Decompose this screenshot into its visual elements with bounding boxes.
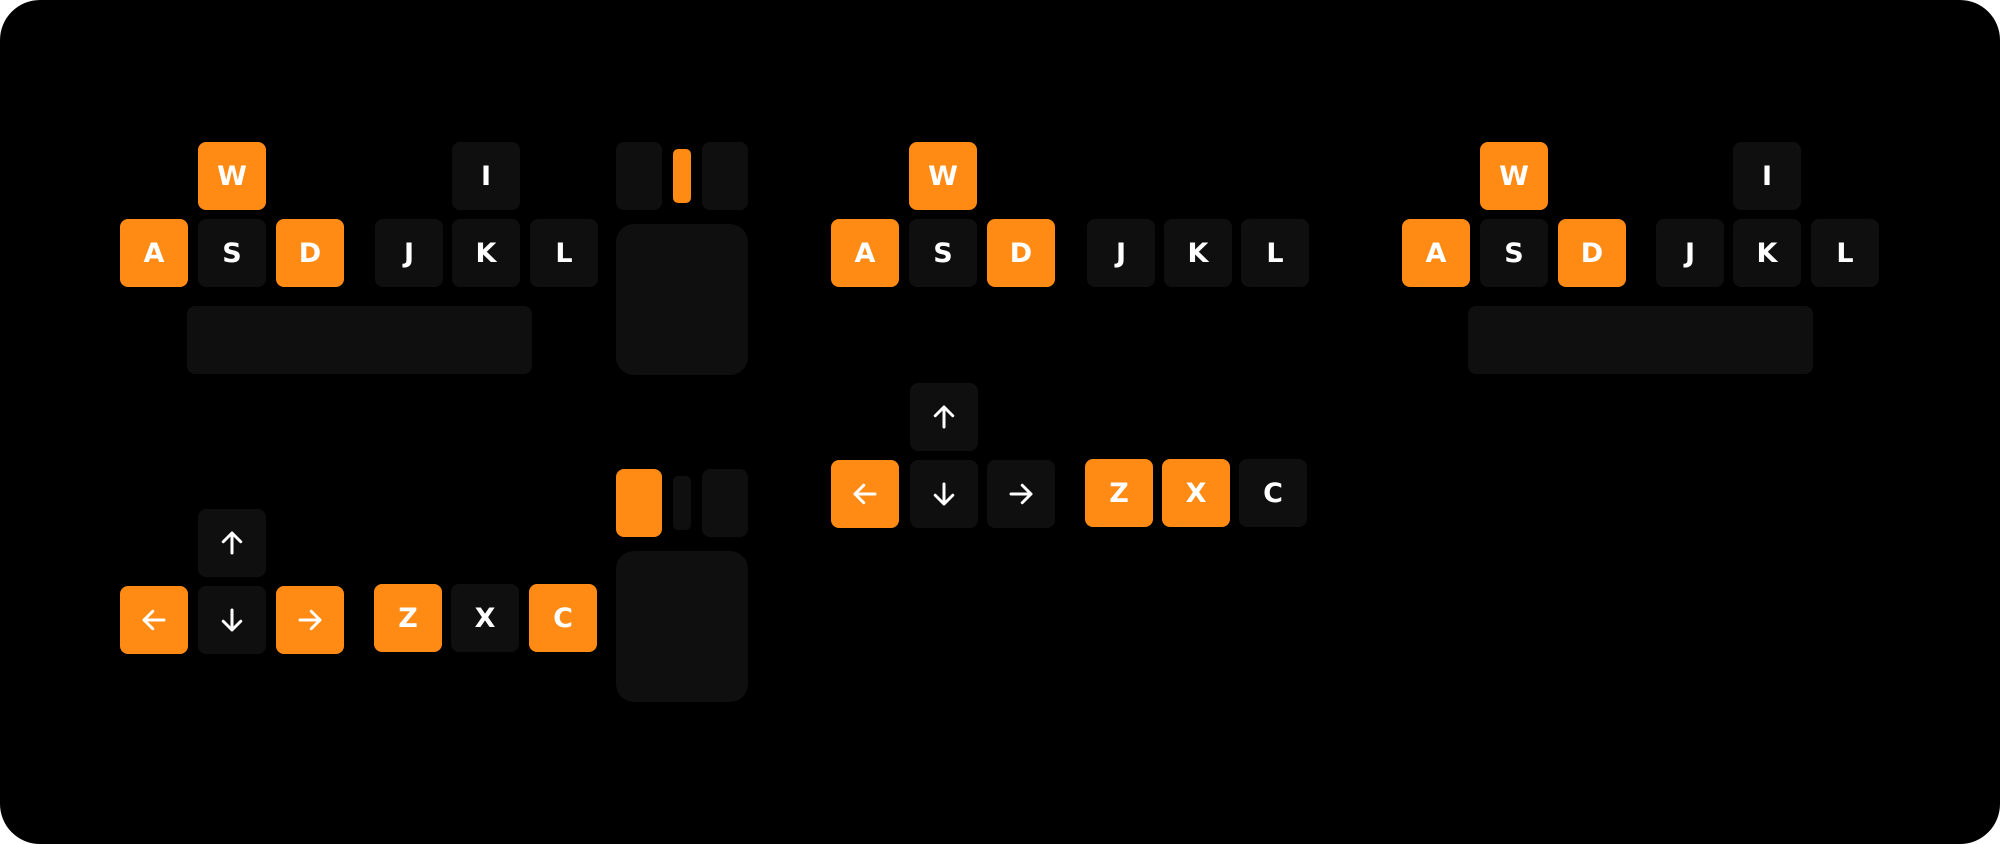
key-k[interactable]: K [1733, 219, 1801, 287]
key-k[interactable]: K [452, 219, 520, 287]
key-l[interactable]: L [1811, 219, 1879, 287]
arrow-down-icon [929, 479, 959, 509]
key-up-arrow[interactable] [198, 509, 266, 577]
spacebar-key[interactable] [1468, 306, 1813, 374]
key-w[interactable]: W [1480, 142, 1548, 210]
key-s-label: S [222, 237, 242, 269]
key-a[interactable]: A [831, 219, 899, 287]
mouse-right-button[interactable] [702, 469, 748, 537]
mouse-scroll-wheel[interactable] [673, 476, 691, 530]
key-z[interactable]: Z [1085, 459, 1153, 527]
key-d[interactable]: D [987, 219, 1055, 287]
key-down-arrow[interactable] [910, 460, 978, 528]
key-w-label: W [1499, 160, 1529, 192]
key-d-label: D [1009, 237, 1033, 269]
key-right-arrow[interactable] [276, 586, 344, 654]
key-s-label: S [1504, 237, 1524, 269]
key-k-label: K [1187, 237, 1209, 269]
arrow-right-icon [295, 605, 325, 635]
key-k-label: K [475, 237, 497, 269]
key-d[interactable]: D [276, 219, 344, 287]
key-left-arrow[interactable] [120, 586, 188, 654]
key-d-label: D [1580, 237, 1604, 269]
key-c-label: C [553, 602, 573, 634]
mouse-body [616, 551, 748, 702]
key-z[interactable]: Z [374, 584, 442, 652]
key-x[interactable]: X [1162, 459, 1230, 527]
key-j[interactable]: J [1087, 219, 1155, 287]
key-k-label: K [1756, 237, 1778, 269]
key-w-label: W [217, 160, 247, 192]
key-i[interactable]: I [1733, 142, 1801, 210]
key-z-label: Z [1109, 477, 1129, 509]
key-l[interactable]: L [530, 219, 598, 287]
key-s[interactable]: S [909, 219, 977, 287]
key-i[interactable]: I [452, 142, 520, 210]
arrow-right-icon [1006, 479, 1036, 509]
key-up-arrow[interactable] [910, 383, 978, 451]
key-l-label: L [1836, 237, 1854, 269]
key-z-label: Z [398, 602, 418, 634]
mouse-right-button[interactable] [702, 142, 748, 210]
key-w-label: W [928, 160, 958, 192]
key-s-label: S [933, 237, 953, 269]
key-j[interactable]: J [375, 219, 443, 287]
arrow-down-icon [217, 605, 247, 635]
key-j-label: J [1115, 237, 1127, 269]
key-a[interactable]: A [120, 219, 188, 287]
key-w[interactable]: W [909, 142, 977, 210]
key-down-arrow[interactable] [198, 586, 266, 654]
key-j-label: J [1684, 237, 1696, 269]
key-a[interactable]: A [1402, 219, 1470, 287]
key-a-label: A [854, 237, 876, 269]
arrow-left-icon [850, 479, 880, 509]
key-k[interactable]: K [1164, 219, 1232, 287]
key-s[interactable]: S [1480, 219, 1548, 287]
key-j-label: J [403, 237, 415, 269]
key-d-label: D [298, 237, 322, 269]
key-j[interactable]: J [1656, 219, 1724, 287]
key-c[interactable]: C [529, 584, 597, 652]
key-x[interactable]: X [451, 584, 519, 652]
key-left-arrow[interactable] [831, 460, 899, 528]
key-x-label: X [474, 602, 496, 634]
key-s[interactable]: S [198, 219, 266, 287]
key-a-label: A [1425, 237, 1447, 269]
arrow-up-icon [217, 528, 247, 558]
key-d[interactable]: D [1558, 219, 1626, 287]
key-i-label: I [1761, 160, 1773, 192]
key-l[interactable]: L [1241, 219, 1309, 287]
key-x-label: X [1185, 477, 1207, 509]
key-l-label: L [555, 237, 573, 269]
key-c[interactable]: C [1239, 459, 1307, 527]
mouse-body [616, 224, 748, 375]
mouse-left-button[interactable] [616, 469, 662, 537]
key-l-label: L [1266, 237, 1284, 269]
key-i-label: I [480, 160, 492, 192]
arrow-left-icon [139, 605, 169, 635]
key-right-arrow[interactable] [987, 460, 1055, 528]
mouse-left-button[interactable] [616, 142, 662, 210]
spacebar-key[interactable] [187, 306, 532, 374]
key-c-label: C [1263, 477, 1283, 509]
mouse-scroll-wheel[interactable] [673, 149, 691, 203]
key-a-label: A [143, 237, 165, 269]
key-w[interactable]: W [198, 142, 266, 210]
arrow-up-icon [929, 402, 959, 432]
